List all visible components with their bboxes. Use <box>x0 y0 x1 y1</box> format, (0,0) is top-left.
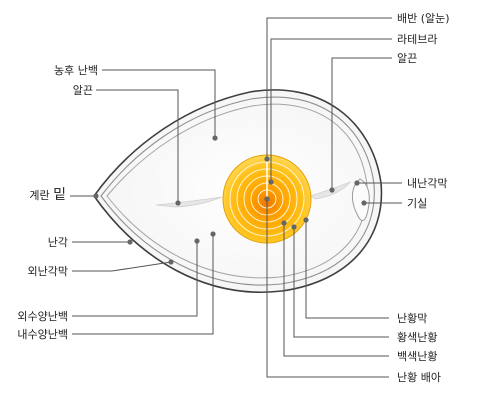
label-latebra: 라테브라 <box>397 33 438 46</box>
label-outer-thin-albumen: 외수양난백 <box>17 310 68 323</box>
label-air-cell: 기실 <box>407 197 428 210</box>
label-blunt-end: 계란 밑 <box>29 187 66 203</box>
label-inner-shell-membrane: 내난각막 <box>407 177 448 190</box>
label-yellow-yolk: 황색난황 <box>397 331 438 344</box>
outer-membrane-outline <box>100 96 375 286</box>
label-white-yolk: 백색난황 <box>397 350 438 363</box>
label-germinal-disc: 배반 (알눈) <box>397 12 450 25</box>
label-chalaza-left: 알끈 <box>72 84 93 97</box>
inner-membrane-outline <box>106 103 368 279</box>
label-vitelline-membrane: 난황막 <box>397 312 428 325</box>
chalaza-left <box>155 196 223 208</box>
label-blunt-end-text: 계란 <box>29 189 54 202</box>
label-shell: 난각 <box>47 236 68 249</box>
air-cell <box>351 178 370 221</box>
label-chalaza-right: 알끈 <box>397 52 418 65</box>
label-outer-shell-membrane: 외난각막 <box>27 265 68 278</box>
label-yolk-embryo: 난황 배아 <box>397 371 441 384</box>
leader-dots <box>93 135 367 265</box>
label-thick-albumen: 농후 난백 <box>54 64 98 77</box>
label-inner-thin-albumen: 내수양난백 <box>17 328 68 341</box>
label-blunt-end-tail: 밑 <box>53 187 66 203</box>
leader-lines <box>70 17 402 378</box>
